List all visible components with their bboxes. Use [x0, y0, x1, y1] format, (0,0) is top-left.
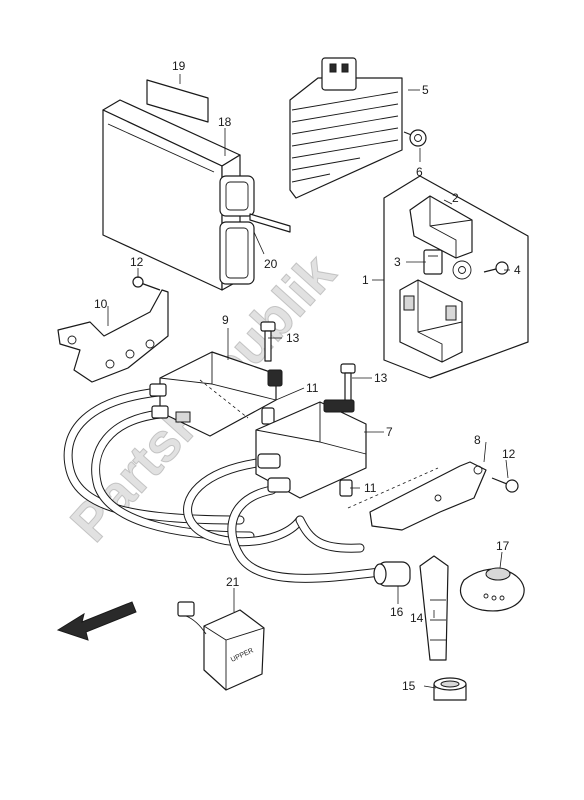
callout-8: 8 [474, 433, 481, 447]
callout-11-upper: 11 [306, 381, 319, 395]
part-9-ignition-coil [149, 351, 283, 437]
callout-3: 3 [394, 255, 401, 269]
part-14-plug-boot [419, 555, 449, 661]
callout-15: 15 [402, 679, 416, 693]
callout-6: 6 [416, 165, 423, 179]
callout-13-upper: 13 [286, 331, 300, 345]
callout-16: 16 [390, 605, 404, 619]
part-1-starter-relay-assembly [383, 175, 529, 379]
part-11-collar-upper [261, 407, 275, 425]
part-16-plug-cap [373, 561, 411, 587]
callout-10: 10 [94, 297, 108, 311]
ignition-cables [63, 387, 385, 583]
part-5-regulator-rectifier [289, 57, 403, 199]
part-8-bracket [347, 461, 487, 531]
callout-20: 20 [264, 257, 278, 271]
callout-4: 4 [514, 263, 521, 277]
part-10-bracket [57, 289, 169, 383]
callout-5: 5 [422, 83, 429, 97]
callout-14: 14 [410, 611, 424, 625]
part-4-screw [483, 261, 509, 275]
part-19-label-sticker [146, 79, 209, 123]
part-17-grommet [460, 567, 525, 612]
part-20-wire-strip [249, 213, 291, 233]
part-2-relay-cover [409, 195, 473, 259]
arrow-left-down-icon [56, 601, 137, 641]
callout-18: 18 [218, 115, 232, 129]
callout-labels: 19 18 20 5 6 2 3 4 1 12 10 9 13 11 13 7 … [94, 59, 521, 693]
part-15-seal [433, 677, 467, 701]
part-21-relay: UPPER [177, 601, 265, 691]
part-12-bolt-right [491, 477, 519, 493]
callout-12-left: 12 [130, 255, 144, 269]
part-12-bolt-left [132, 276, 161, 291]
callout-21: 21 [226, 575, 240, 589]
part-7-ignition-coil [255, 399, 367, 499]
callout-1: 1 [362, 273, 369, 287]
callout-9: 9 [222, 313, 229, 327]
callout-19: 19 [172, 59, 186, 73]
callout-12-right: 12 [502, 447, 516, 461]
part-6-screw [403, 129, 427, 147]
callout-7: 7 [386, 425, 393, 439]
callout-2: 2 [452, 191, 459, 205]
callout-11-lower: 11 [364, 481, 377, 495]
callout-17: 17 [496, 539, 510, 553]
callout-13-lower: 13 [374, 371, 388, 385]
part-18-ecu-unit [102, 99, 255, 291]
part-13-bolt-upper [260, 321, 276, 362]
leader-lines [107, 74, 510, 689]
part-3-fuse [423, 249, 443, 275]
